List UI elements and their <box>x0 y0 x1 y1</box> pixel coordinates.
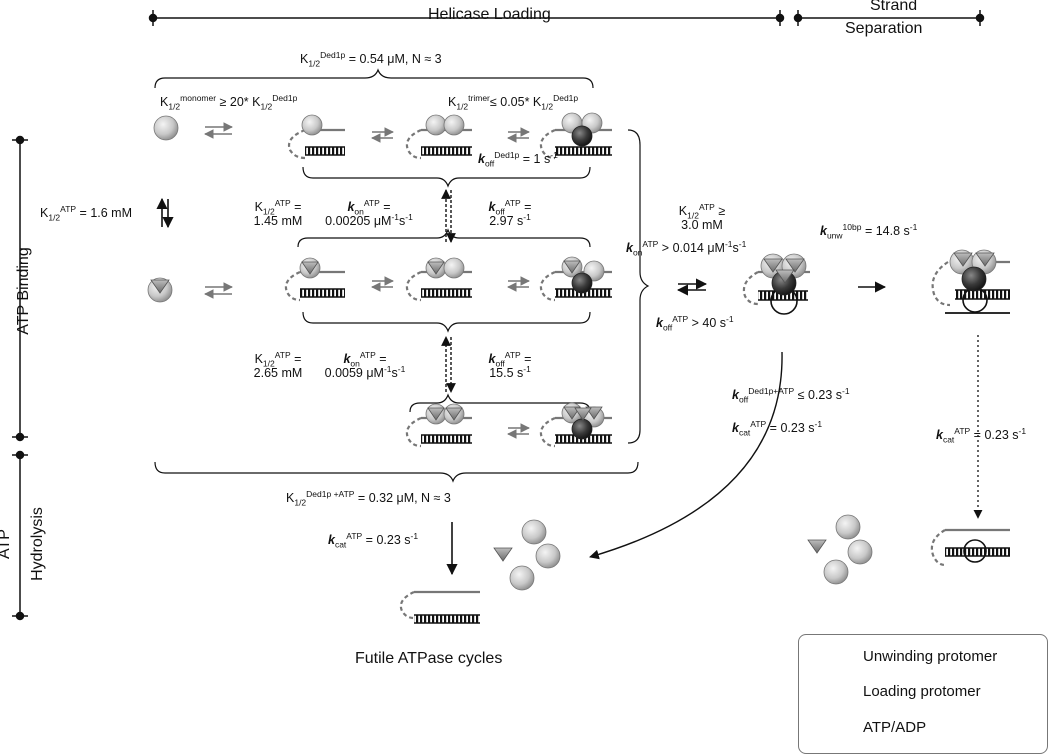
atp-label: ATP <box>0 529 13 559</box>
bottom-brace <box>154 461 639 483</box>
released-protomers-middle <box>493 519 561 591</box>
k-half-atp-145-label: K1/2ATP =1.45 mM <box>253 197 303 228</box>
kon-atp-1-label: konATP =0.00205 μM-1s-1 <box>325 197 413 228</box>
equilibrium-arrows <box>507 127 530 143</box>
main-equilibrium-arrows <box>676 278 708 296</box>
atp-binding-bar <box>12 135 28 442</box>
loaded-helicase-complex <box>742 253 810 315</box>
substrate-5 <box>405 257 472 302</box>
atp-hydrolysis-bar <box>12 450 28 621</box>
legend-atp-label: ATP/ADP <box>863 719 927 736</box>
futile-cycles-caption: Futile ATPase cycles <box>355 650 503 667</box>
equilibrium-arrows <box>371 127 394 143</box>
equilibrium-arrows <box>507 276 530 292</box>
substrate-1 <box>287 114 345 160</box>
row2-top-brace <box>297 228 591 248</box>
strand-label-line1: Strand <box>870 0 918 14</box>
k-half-atp-16-label: K1/2ATP = 1.6 mM <box>40 203 132 223</box>
row2-bottom-brace <box>302 311 591 333</box>
koff-ded1p-label: koffDed1p = 1 s-1 <box>478 149 558 169</box>
free-substrate-left <box>399 590 480 624</box>
kcat-middle-label: kcatATP = 0.23 s-1 <box>732 418 823 438</box>
equilibrium-arrows <box>507 423 530 439</box>
k-half-ded1p-atp-label: K1/2Ded1p +ATP = 0.32 μM, N ≈ 3 <box>286 488 451 508</box>
right-brace <box>627 129 650 444</box>
k-half-trimer-label: K1/2trimer≤ 0.05* K1/2Ded1p <box>448 92 579 112</box>
loading-protomer-monomer <box>153 115 179 141</box>
substrate-4 <box>284 257 345 302</box>
atp-binding-label: ATP Binding <box>15 247 32 335</box>
koff-atp-big-label: koffATP > 40 s-1 <box>656 313 734 333</box>
legend-loading-label: Loading protomer <box>863 683 981 700</box>
vertical-equilibrium <box>156 197 174 229</box>
equilibrium-arrows <box>204 122 233 139</box>
k-half-atp-30-label: K1/2ATP ≥3.0 mM <box>678 201 726 232</box>
substrate-3 <box>539 112 612 160</box>
released-protomers-right <box>807 514 873 585</box>
legend-unwinding-label: Unwinding protomer <box>863 648 998 665</box>
k-half-ded1p-label: K1/2Ded1p = 0.54 μM, N ≈ 3 <box>300 49 442 69</box>
k-half-atp-265-label: K1/2ATP =2.65 mM <box>253 349 303 380</box>
kon-atp-2-label: konATP =0.0059 μM-1s-1 <box>324 349 406 380</box>
substrate-8 <box>539 402 612 448</box>
equilibrium-arrows <box>204 282 233 299</box>
unwinding-complex <box>931 249 1010 314</box>
helicase-loading-label: Helicase Loading <box>428 6 551 23</box>
substrate-6 <box>539 256 612 302</box>
strand-separation-bar <box>793 10 985 26</box>
atp-bound-monomer <box>147 277 173 303</box>
dissociation-curved-arrow <box>589 351 783 560</box>
koff-atp-1-label: koffATP =2.97 s-1 <box>488 197 532 228</box>
helicase-loading-bar <box>148 10 785 26</box>
kon-atp-big-label: konATP > 0.014 μM-1s-1 <box>626 238 747 258</box>
kunw-label: kunw10bp = 14.8 s-1 <box>820 221 918 241</box>
top-brace <box>154 68 594 89</box>
koff-atp-2-label: koffATP =15.5 s-1 <box>488 349 532 380</box>
substrate-2 <box>405 114 472 160</box>
separation-label-line2: Separation <box>845 20 923 37</box>
kcat-left-label: kcatATP = 0.23 s-1 <box>328 530 419 550</box>
equilibrium-arrows <box>371 276 394 292</box>
row1-brace <box>302 166 591 188</box>
unwound-product-right <box>930 528 1010 567</box>
koff-ded1p-atp-label: koffDed1p+ATP ≤ 0.23 s-1 <box>732 385 850 405</box>
legend: Unwinding protomer Loading protomer ATP/… <box>798 634 1048 754</box>
dashed-equilibrium-1 <box>441 189 456 243</box>
hydrolysis-label: Hydrolysis <box>29 507 46 581</box>
substrate-7 <box>405 403 472 448</box>
kcat-right-label: kcatATP = 0.23 s-1 <box>936 425 1027 445</box>
k-half-monomer-label: K1/2monomer ≥ 20* K1/2Ded1p <box>160 92 298 112</box>
dashed-equilibrium-2 <box>441 336 456 393</box>
row3-top-brace <box>409 393 591 413</box>
